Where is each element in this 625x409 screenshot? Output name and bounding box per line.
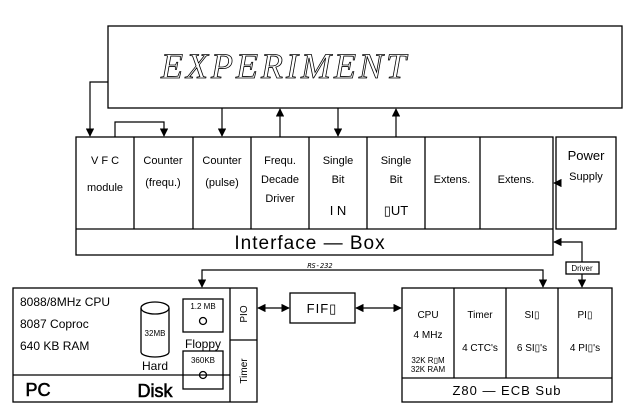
pc-box — [12, 287, 258, 403]
z80-pio-sub: 4 PI▯'s — [570, 343, 600, 354]
z80-timer-sub: 4 CTC's — [462, 343, 498, 354]
hard-disk-cylinder — [140, 308, 170, 358]
pc-pio-label: PIO — [239, 305, 250, 322]
z80-sio-title: SI▯ — [525, 310, 540, 321]
power-supply-line1: Power — [568, 148, 606, 163]
module-frequ-decade-line1: Frequ. — [264, 155, 296, 167]
z80-cpu-rom: 32K R▯M — [411, 356, 445, 365]
z80-cpu-ram: 32K RAM — [411, 365, 446, 374]
z80-label: Z80 — ECB Sub — [452, 383, 561, 398]
z80-cpu-title: CPU — [417, 310, 438, 321]
floppy-size-2: 360KB — [191, 356, 215, 365]
z80-sio-sub: 6 SI▯'s — [517, 343, 547, 354]
hard-disk-label-2: Disk — [138, 381, 174, 401]
driver-label: Driver — [571, 264, 593, 273]
power-supply-line2: Supply — [569, 171, 603, 183]
pc-spec-coproc: 8087 Coproc — [20, 317, 89, 331]
module-counter-pulse-line1: Counter — [202, 155, 241, 167]
module-extens-1: Extens. — [434, 174, 471, 186]
module-single-bit-in-line2: Bit — [332, 174, 345, 186]
module-single-bit-out-line1: Single — [381, 155, 412, 167]
module-counter-pulse-line2: (pulse) — [205, 177, 239, 189]
z80-cpu-sub: 4 MHz — [414, 330, 443, 341]
module-vfc-line1: V F C — [91, 155, 119, 167]
interface-modules: V F C module Counter (frequ.) Counter (p… — [87, 155, 534, 218]
module-counter-frequ-line1: Counter — [143, 155, 182, 167]
z80-timer-title: Timer — [467, 310, 493, 321]
pc-spec-cpu: 8088/8MHz CPU — [20, 295, 110, 309]
module-frequ-decade-line2: Decade — [261, 174, 299, 186]
module-single-bit-out-line3: ▯UT — [384, 203, 409, 218]
z80-pio-title: PI▯ — [578, 310, 593, 321]
floppy-size-1: 1.2 MB — [190, 302, 215, 311]
floppy-label: Floppy — [185, 337, 221, 351]
module-single-bit-in-line1: Single — [323, 155, 354, 167]
rs232-label: RS-232 — [307, 262, 332, 270]
interface-box-label: Interface — Box — [234, 233, 385, 254]
z80-box — [401, 287, 613, 403]
pc-timer-label: Timer — [239, 358, 250, 384]
interface-box — [75, 136, 554, 256]
module-vfc-line2: module — [87, 182, 123, 194]
fifo-label: FIF▯ — [307, 301, 338, 316]
module-frequ-decade-line3: Driver — [265, 193, 295, 205]
hard-disk-label-1: Hard — [142, 359, 168, 373]
module-single-bit-out-line2: Bit — [390, 174, 403, 186]
hard-disk-size: 32MB — [145, 329, 166, 338]
experiment-box — [107, 25, 623, 109]
pc-label: PC — [25, 380, 50, 400]
module-counter-frequ-line2: (frequ.) — [145, 177, 180, 189]
experiment-title: EXPERIMENT — [160, 46, 409, 86]
module-extens-2: Extens. — [498, 174, 535, 186]
floppy-drive-2 — [182, 350, 224, 390]
pc-spec-ram: 640 KB RAM — [20, 339, 89, 353]
fifo-box — [289, 292, 356, 324]
module-single-bit-in-line3: I N — [330, 203, 347, 218]
floppy-drive-1 — [182, 298, 224, 333]
